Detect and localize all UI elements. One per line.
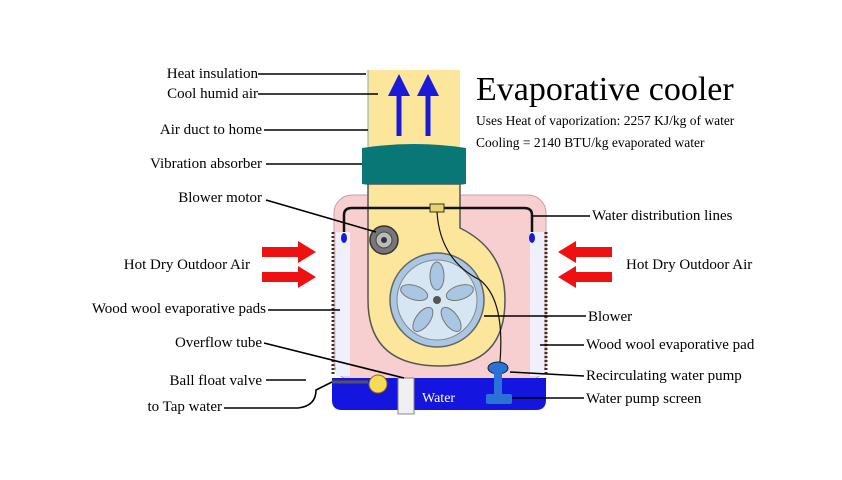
label-overflow-tube: Overflow tube xyxy=(175,335,262,351)
subtitle-line-1: Uses Heat of vaporization: 2257 KJ/kg of… xyxy=(476,113,735,128)
label-heat-insulation: Heat insulation xyxy=(167,66,259,82)
ball-float-valve xyxy=(332,374,388,394)
label-hot-air-left: Hot Dry Outdoor Air xyxy=(124,257,250,273)
water-label: Water xyxy=(422,391,455,406)
blower-fan xyxy=(389,252,485,348)
diagram-title: Evaporative cooler xyxy=(476,71,734,108)
recirculating-water-pump xyxy=(486,361,512,404)
air-duct xyxy=(368,70,460,150)
leader-lines xyxy=(224,73,590,409)
blower-motor xyxy=(369,225,399,255)
label-pads-left: Wood wool evaporative pads xyxy=(92,301,266,317)
water-distribution-lines xyxy=(342,203,534,363)
label-recirculating-pump: Recirculating water pump xyxy=(586,368,742,384)
subtitle-line-2: Cooling = 2140 BTU/kg evaporated water xyxy=(476,135,705,150)
right-evaporative-pad xyxy=(530,232,548,376)
hot-air-arrows-right xyxy=(558,241,612,288)
label-air-duct: Air duct to home xyxy=(160,122,262,138)
left-evaporative-pad xyxy=(331,232,350,376)
label-tap-water: to Tap water xyxy=(148,399,222,415)
label-blower-motor: Blower motor xyxy=(178,190,262,206)
label-vibration-absorber: Vibration absorber xyxy=(150,156,262,172)
label-pump-screen: Water pump screen xyxy=(586,391,702,407)
label-cool-humid-air: Cool humid air xyxy=(167,86,258,102)
water-drips xyxy=(341,233,535,243)
label-hot-air-right: Hot Dry Outdoor Air xyxy=(626,257,752,273)
vibration-absorber xyxy=(362,144,466,188)
hot-air-arrows-left xyxy=(262,241,316,288)
label-water-distribution: Water distribution lines xyxy=(592,208,733,224)
label-blower: Blower xyxy=(588,309,632,325)
cool-air-arrows xyxy=(388,74,439,136)
label-ball-float-valve: Ball float valve xyxy=(170,373,263,389)
label-pad-right: Wood wool evaporative pad xyxy=(586,337,755,353)
overflow-tube xyxy=(397,377,415,415)
